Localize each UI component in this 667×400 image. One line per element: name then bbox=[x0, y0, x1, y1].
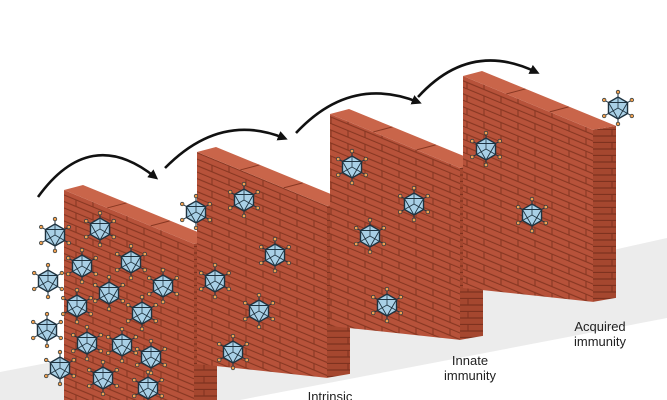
wall-top-joint bbox=[549, 106, 569, 113]
virus-icon bbox=[115, 243, 147, 281]
virus-icon bbox=[44, 349, 76, 387]
label-innate-immunity: Innate immunity bbox=[410, 353, 530, 383]
virus-icon bbox=[259, 236, 291, 274]
wall-end-face bbox=[593, 125, 616, 302]
virus-icon bbox=[336, 148, 368, 186]
wall-top-joint bbox=[283, 182, 303, 189]
brick-wall-3 bbox=[330, 109, 483, 340]
virus-icon bbox=[199, 262, 231, 300]
wall-long-face bbox=[64, 190, 194, 400]
wall-long-face bbox=[330, 114, 460, 340]
arrow-icon bbox=[295, 92, 422, 134]
virus-icon bbox=[354, 217, 386, 255]
virus-icon bbox=[39, 216, 71, 254]
virus-icon bbox=[516, 196, 548, 234]
wall-top bbox=[463, 71, 616, 130]
virus-icon bbox=[243, 292, 275, 330]
virus-icon bbox=[228, 181, 260, 219]
brick-wall-4 bbox=[463, 71, 616, 302]
arrow-icon bbox=[417, 59, 540, 98]
wall-top-joint bbox=[373, 126, 393, 133]
virus-icon bbox=[71, 324, 103, 362]
virus-icon bbox=[371, 286, 403, 324]
virus-icon bbox=[135, 338, 167, 376]
wall-top bbox=[330, 109, 483, 168]
virus-icon bbox=[602, 89, 634, 127]
wall-long-face bbox=[463, 76, 593, 302]
virus-icon bbox=[87, 359, 119, 397]
label-acquired-immunity: Acquired immunity bbox=[540, 319, 660, 349]
wall-top bbox=[64, 185, 217, 244]
virus-icon bbox=[84, 210, 116, 248]
label-acquired-text: Acquired immunity bbox=[573, 319, 626, 349]
virus-icon bbox=[66, 247, 98, 285]
label-intrinsic: Intrinsic bbox=[307, 389, 353, 400]
wall-top-joint bbox=[240, 164, 260, 171]
virus-icon bbox=[126, 294, 158, 332]
wall-top-joint bbox=[150, 220, 170, 227]
virus-icon bbox=[398, 185, 430, 223]
arrow-icon bbox=[164, 128, 288, 169]
arrow-icon bbox=[36, 154, 159, 198]
virus-icon bbox=[132, 369, 164, 400]
virus-icon bbox=[180, 193, 212, 231]
virus-icon bbox=[32, 262, 64, 300]
virus-icon bbox=[93, 274, 125, 312]
virus-icon bbox=[61, 287, 93, 325]
virus-icon bbox=[31, 311, 63, 349]
virus-icon bbox=[217, 333, 249, 371]
virus-icon bbox=[147, 267, 179, 305]
wall-top bbox=[197, 147, 350, 206]
virus-icon bbox=[470, 130, 502, 168]
wall-top-joint bbox=[107, 202, 127, 209]
wall-top-joint bbox=[506, 88, 526, 95]
virus-icon bbox=[106, 326, 138, 364]
label-innate-text: Innate immunity bbox=[443, 353, 496, 383]
wall-top-joint bbox=[416, 144, 436, 151]
